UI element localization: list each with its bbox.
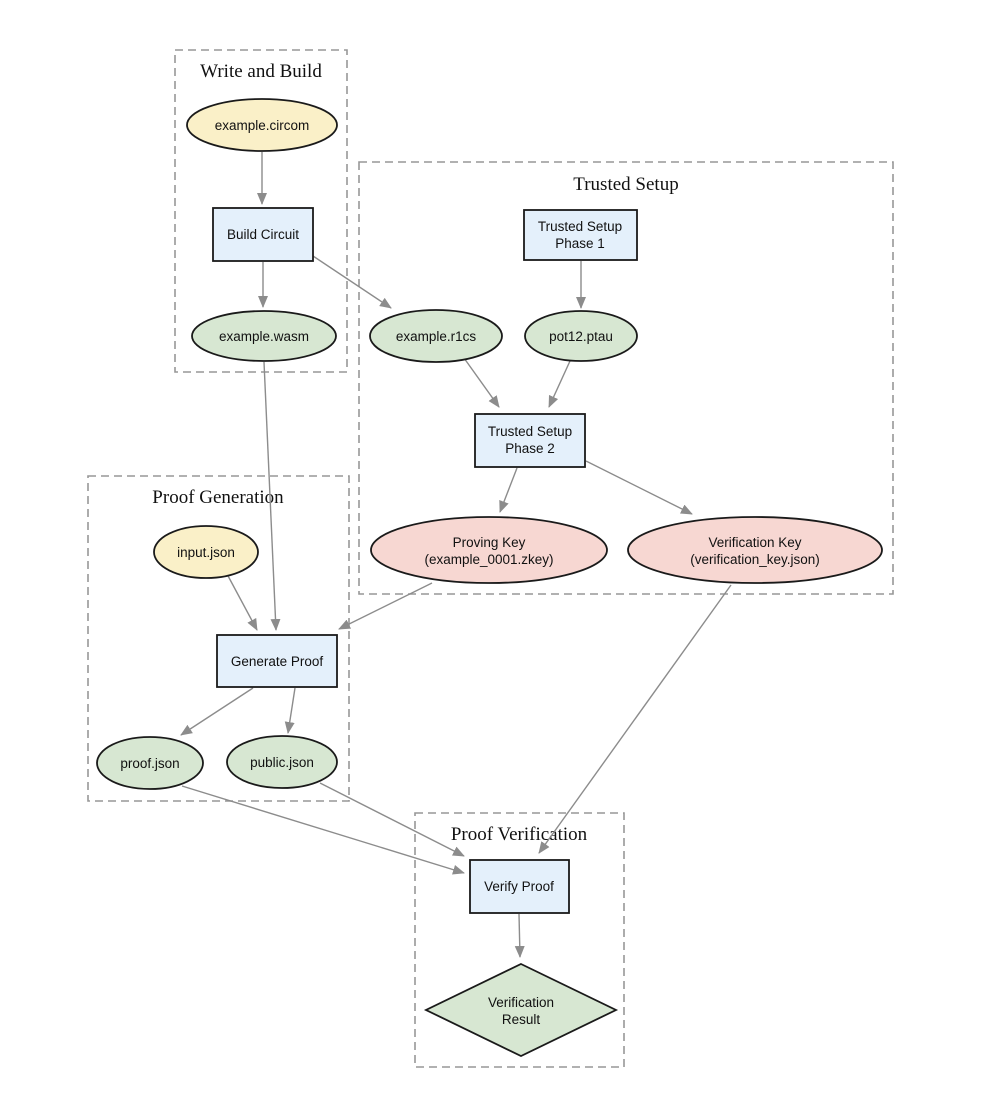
verification-key-ellipse [627, 516, 883, 584]
example-wasm-ellipse [191, 310, 337, 362]
node-proof-json: proof.json [96, 736, 204, 790]
edge-input-json-to-generate-proof [226, 573, 258, 631]
verification-key-label-line2: (verification_key.json) [690, 552, 820, 567]
edge-build-circuit-to-example-r1cs [312, 255, 392, 309]
edge-public-json-to-verify-proof [319, 782, 465, 857]
input-json-label: input.json [177, 545, 235, 560]
node-input-json: input.json [153, 525, 259, 579]
edge-example-r1cs-to-trusted-setup-phase2 [463, 357, 500, 408]
node-public-json: public.json [226, 735, 338, 789]
input-json-ellipse [153, 525, 259, 579]
trusted-setup-phase2-rect [474, 413, 586, 468]
proving-key-label-line1: Proving Key [453, 535, 526, 550]
edges [180, 152, 732, 958]
pot12-ptau-label: pot12.ptau [549, 329, 613, 344]
edge-example-wasm-to-generate-proof [263, 361, 281, 631]
proof-json-label: proof.json [120, 756, 179, 771]
trusted-setup-phase1-label-line1: Trusted Setup [538, 219, 622, 234]
node-example-wasm: example.wasm [191, 310, 337, 362]
proving-key-label-line2: (example_0001.zkey) [424, 552, 553, 567]
cluster-write-and-build-border [174, 49, 348, 373]
build-circuit-label: Build Circuit [227, 227, 299, 242]
verify-proof-rect [469, 859, 570, 914]
public-json-ellipse [226, 735, 338, 789]
build-circuit-rect [212, 207, 314, 262]
generate-proof-rect [216, 634, 338, 688]
edge-proving-key-to-generate-proof [338, 582, 433, 630]
generate-proof-label: Generate Proof [231, 654, 324, 669]
edge-generate-proof-to-public-json [284, 687, 296, 734]
example-circom-ellipse [186, 98, 338, 152]
edge-verification-key-to-verify-proof [538, 584, 732, 854]
edge-verify-proof-to-verification-result [514, 913, 525, 958]
cluster-proof-verification-title: Proof Verification [451, 824, 588, 845]
edge-pot12-ptau-to-trusted-setup-phase2 [548, 360, 571, 408]
cluster-proof-generation: Proof Generation [87, 475, 350, 802]
node-verification-key: Verification Key (verification_key.json) [627, 516, 883, 584]
cluster-trusted-setup-title: Trusted Setup [573, 174, 678, 195]
example-r1cs-label: example.r1cs [396, 329, 477, 344]
node-trusted-setup-phase2: Trusted Setup Phase 2 [474, 413, 586, 468]
public-json-label: public.json [250, 755, 314, 770]
node-build-circuit: Build Circuit [212, 207, 314, 262]
example-r1cs-ellipse [369, 309, 503, 363]
edge-generate-proof-to-proof-json [180, 687, 254, 736]
cluster-proof-generation-border [87, 475, 350, 802]
node-verify-proof: Verify Proof [469, 859, 570, 914]
trusted-setup-phase1-rect [523, 209, 638, 261]
example-wasm-label: example.wasm [219, 329, 309, 344]
node-pot12-ptau: pot12.ptau [524, 310, 638, 362]
example-circom-label: example.circom [215, 118, 310, 133]
verification-key-label-line1: Verification Key [708, 535, 801, 550]
verify-proof-label: Verify Proof [484, 879, 554, 894]
cluster-proof-verification: Proof Verification [414, 812, 625, 1068]
cluster-proof-generation-title: Proof Generation [152, 487, 284, 508]
cluster-trusted-setup-border [358, 161, 894, 595]
node-example-r1cs: example.r1cs [369, 309, 503, 363]
verification-result-label-line1: Verification [488, 995, 554, 1010]
pot12-ptau-ellipse [524, 310, 638, 362]
trusted-setup-phase1-label-line2: Phase 1 [555, 236, 605, 251]
edge-trusted-setup-phase2-to-proving-key [499, 467, 518, 513]
cluster-trusted-setup: Trusted Setup [358, 161, 894, 595]
verification-result-label-line2: Result [502, 1012, 541, 1027]
node-verification-result: Verification Result [423, 963, 619, 1057]
node-example-circom: example.circom [186, 98, 338, 152]
verification-result-diamond [423, 963, 619, 1057]
edge-proof-json-to-verify-proof [181, 785, 465, 875]
trusted-setup-phase2-label-line1: Trusted Setup [488, 424, 572, 439]
proof-json-ellipse [96, 736, 204, 790]
cluster-proof-verification-border [414, 812, 625, 1068]
edge-trusted-setup-phase2-to-verification-key [585, 460, 693, 515]
node-trusted-setup-phase1: Trusted Setup Phase 1 [523, 209, 638, 261]
proving-key-ellipse [370, 516, 608, 584]
trusted-setup-phase2-label-line2: Phase 2 [505, 441, 555, 456]
cluster-write-and-build: Write and Build [174, 49, 348, 373]
node-generate-proof: Generate Proof [216, 634, 338, 688]
node-proving-key: Proving Key (example_0001.zkey) [370, 516, 608, 584]
cluster-write-and-build-title: Write and Build [200, 61, 322, 82]
